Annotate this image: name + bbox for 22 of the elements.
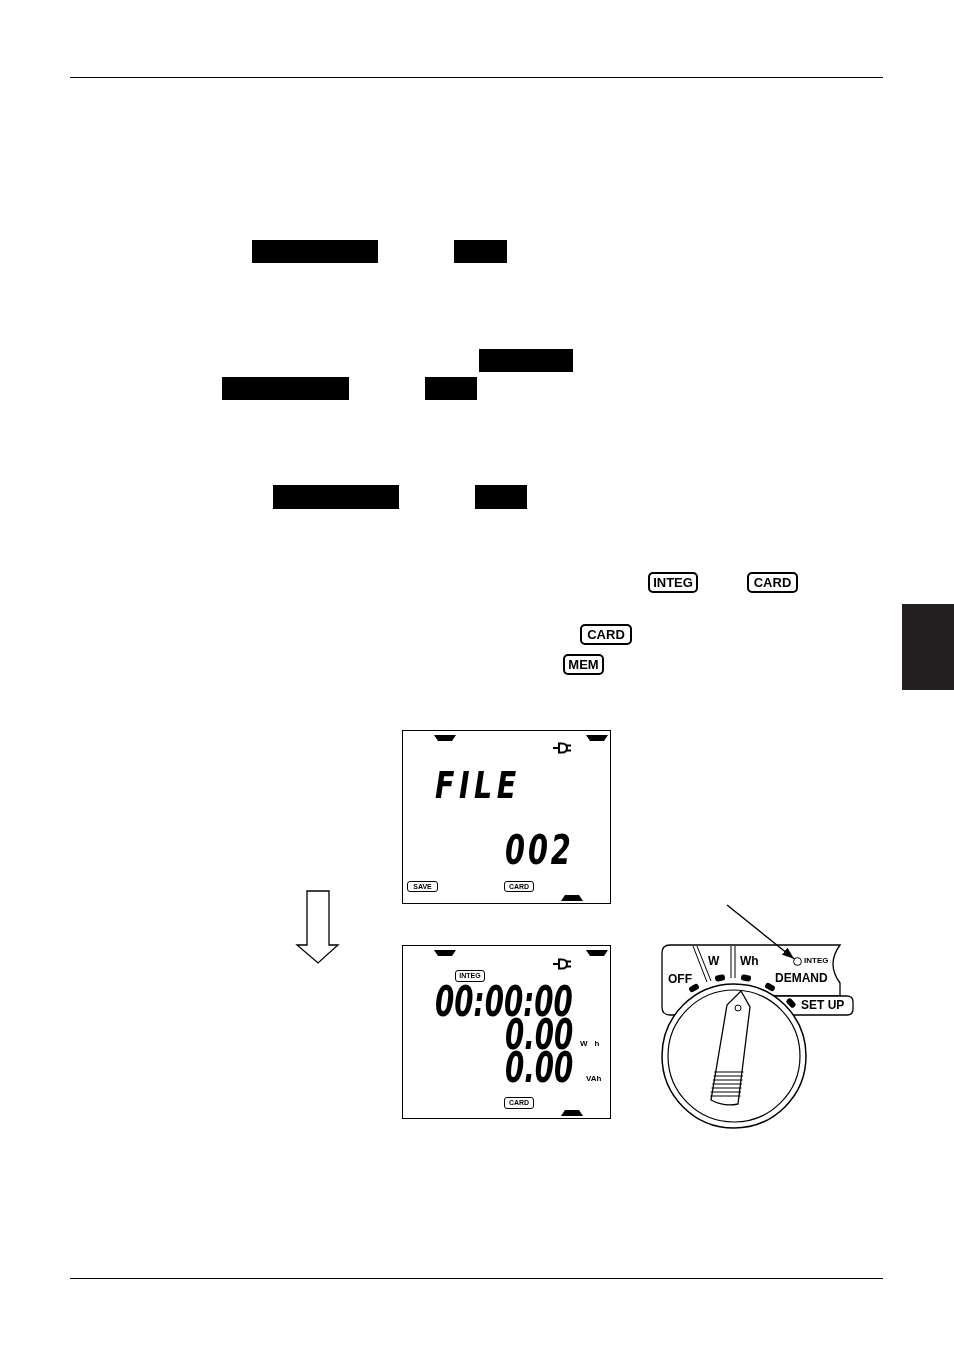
chapter-tab <box>902 604 954 690</box>
unit-label: VAh <box>586 1074 602 1083</box>
lcd-readout: 00:00:00 <box>435 986 573 1018</box>
key-symbol: INTEG <box>648 572 698 593</box>
dial-position-label: W <box>708 955 720 967</box>
key-symbol: MEM <box>563 654 604 675</box>
dial-position-label: Wh <box>740 955 759 967</box>
lcd-screen <box>402 730 611 904</box>
lcd-screen <box>402 945 611 1119</box>
indicator-lamp <box>793 957 802 966</box>
dial-position-label: DEMAND <box>775 972 828 984</box>
lcd-readout: 002 <box>505 835 574 865</box>
dial-position-label: OFF <box>668 973 692 985</box>
lcd-readout: 0.00 <box>505 1019 574 1051</box>
unit-label: Wh <box>580 1039 607 1048</box>
lcd-readout: 0.00 <box>505 1052 574 1084</box>
dial-position-label: SET UP <box>801 999 845 1011</box>
lcd-readout: FILE <box>435 771 521 799</box>
leader-arrow <box>726 904 795 960</box>
indicator-label: INTEG <box>804 956 829 965</box>
key-symbol: CARD <box>580 624 632 645</box>
key-symbol: CARD <box>747 572 798 593</box>
